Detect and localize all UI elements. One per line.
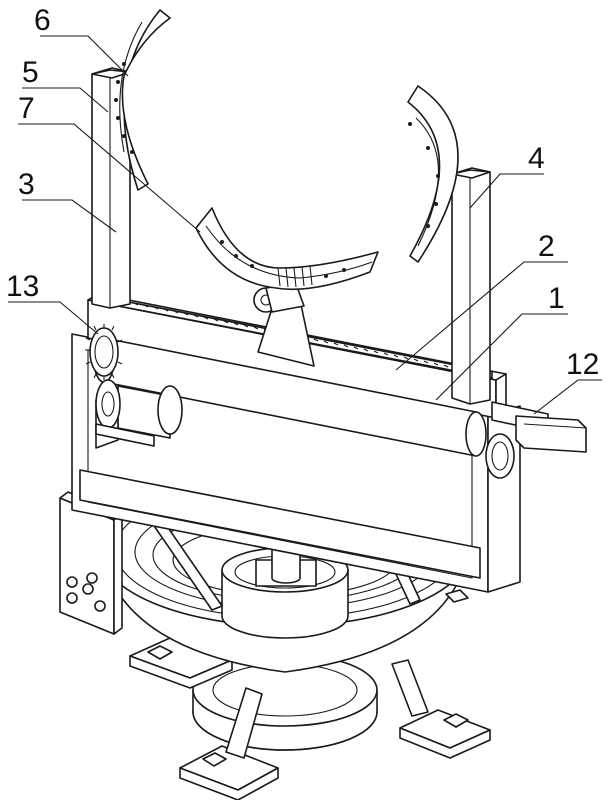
leader-13 <box>8 302 98 334</box>
label-6: 6 <box>34 4 51 37</box>
right-bearing <box>486 434 514 478</box>
clamp-center-7 <box>196 208 378 289</box>
label-7: 7 <box>18 92 35 125</box>
post-4-right <box>452 168 490 404</box>
slider-support <box>254 284 314 366</box>
label-12: 12 <box>566 348 599 381</box>
label-13: 13 <box>6 270 39 303</box>
label-3: 3 <box>18 168 35 201</box>
leader-12 <box>534 380 602 414</box>
label-1: 1 <box>548 282 565 315</box>
label-2: 2 <box>538 230 555 263</box>
motor <box>96 380 182 448</box>
base-foot-right <box>392 660 490 758</box>
clamp-upper-right-4 <box>408 86 458 262</box>
label-5: 5 <box>22 56 39 89</box>
label-4: 4 <box>528 142 545 175</box>
